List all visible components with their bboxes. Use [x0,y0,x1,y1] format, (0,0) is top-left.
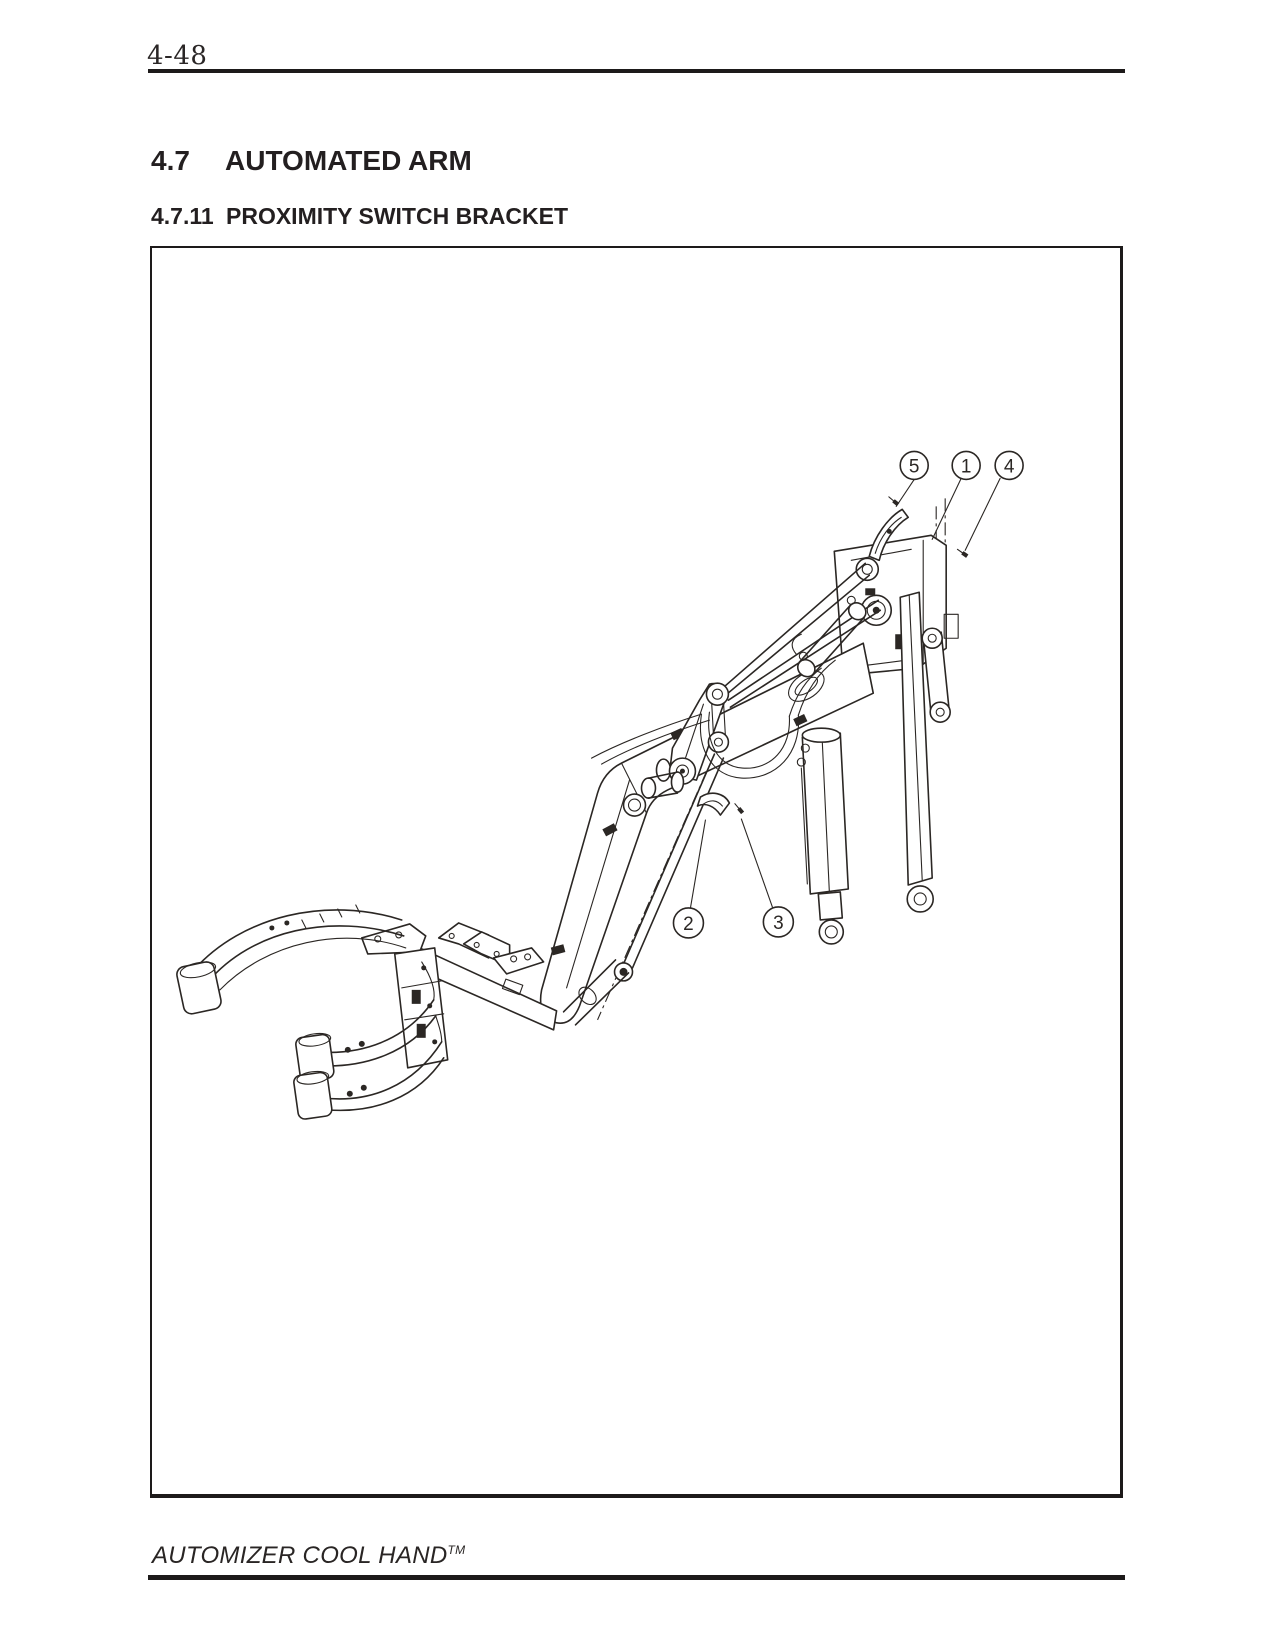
callout-1-label: 1 [961,456,972,477]
callout-2-label: 2 [683,914,694,935]
boom-foot-link [564,960,629,1025]
header-rule [148,69,1125,73]
page-number: 4-48 [147,41,208,71]
spacer-ring [624,794,646,816]
footer-brand: AUTOMIZER COOL HANDTM [152,1542,465,1570]
section-title: AUTOMATED ARM [225,145,472,176]
callout-leaders [690,478,1000,908]
callout-4-label: 4 [1004,456,1015,477]
section-heading: 4.7 AUTOMATED ARM [151,145,472,177]
callout-2: 2 [673,908,703,938]
front-cylinder [797,728,848,944]
callout-3: 3 [763,907,793,937]
callout-5-label: 5 [909,456,920,477]
hydraulic-hoses [592,660,836,778]
footer-rule [148,1575,1125,1580]
callout-3-label: 3 [773,913,784,934]
footer-trademark: TM [447,1543,466,1557]
rear-link-arm [900,592,950,912]
subsection-number: 4.7.11 [151,203,214,229]
upper-cylinder [792,596,869,680]
callout-4: 4 [995,451,1023,479]
footer-brand-text: AUTOMIZER COOL HAND [152,1542,448,1569]
screw-part-3 [733,802,745,815]
figure-frame: 5 1 4 2 3 [150,246,1123,1498]
switch-bracket-part-2 [697,793,729,815]
callout-5: 5 [900,451,928,479]
subsection-heading: 4.7.11 PROXIMITY SWITCH BRACKET [151,203,568,230]
gripper-fingers [175,905,443,1120]
callout-1: 1 [952,451,980,479]
proximity-switch-bracket [869,509,908,560]
pivot-tube [641,772,683,798]
section-number: 4.7 [151,145,190,176]
screw-part-4 [956,548,969,558]
boom-arm [541,643,874,1023]
figure-drawing-automated-arm: 5 1 4 2 3 [152,248,1120,1494]
mount-rail [362,923,557,1030]
subsection-title: PROXIMITY SWITCH BRACKET [226,203,569,229]
